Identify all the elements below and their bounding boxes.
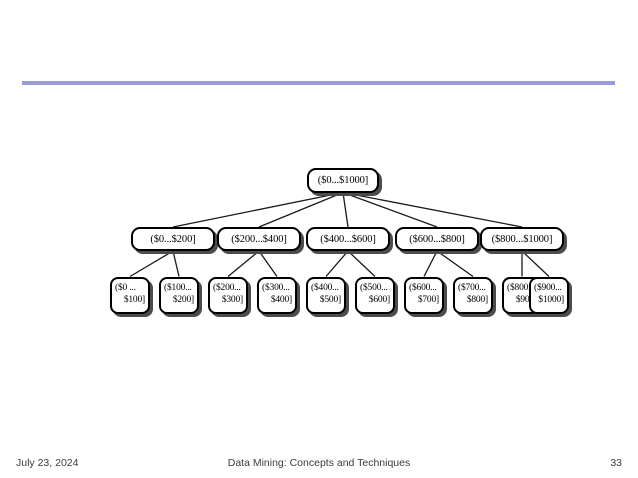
leaf-range-end: $400] [270, 295, 292, 305]
tree-node-leaf: ($600...$700] [404, 276, 444, 314]
leaf-range-start: ($100... [164, 283, 192, 294]
leaf-range-start: ($0 ... [115, 283, 136, 294]
tree-node-leaf: ($700...$800] [453, 276, 493, 314]
tree-node-level2: ($800...$1000] [480, 227, 564, 251]
tree-edge-level2-to-leaf [325, 250, 349, 277]
tree-edge-level2-to-leaf [347, 250, 376, 277]
tree-edge-root-to-level2 [342, 191, 438, 228]
leaf-range-start: ($700... [458, 283, 486, 294]
tree-node-root: ($0...$1000] [307, 167, 379, 193]
tree-edge-level2-to-leaf [227, 250, 260, 278]
tree-edge-root-to-level2 [342, 192, 349, 228]
leaf-range-start: ($800... [507, 283, 535, 294]
leaf-range-end: $800] [466, 295, 488, 305]
leaf-range-end: $500] [319, 295, 341, 305]
leaf-range-start: ($300... [262, 283, 290, 294]
tree-node-level2: ($200...$400] [217, 227, 301, 251]
leaf-range-end: $1000] [538, 295, 564, 305]
tree-node-level2: ($600...$800] [395, 227, 479, 251]
slide-footer: July 23, 2024 Data Mining: Concepts and … [0, 452, 638, 478]
tree-node-level2: ($0...$200] [131, 227, 215, 251]
leaf-range-end: $200] [172, 295, 194, 305]
footer-page-number: 33 [610, 457, 622, 469]
tree-node-leaf: ($900...$1000] [529, 276, 569, 314]
leaf-range-end: $900] [515, 295, 537, 305]
leaf-range-end: $100] [123, 295, 145, 305]
tree-node-level2: ($400...$600] [306, 227, 390, 251]
leaf-range-end: $300] [221, 295, 243, 305]
footer-date: July 23, 2024 [16, 457, 79, 469]
tree-edge-level2-to-leaf [521, 250, 550, 277]
tree-node-leaf: ($0 ...$100] [110, 276, 150, 314]
tree-edge-level2-to-leaf [172, 250, 180, 277]
tree-edge-level2-to-leaf [423, 250, 438, 277]
tree-node-leaf: ($500...$600] [355, 276, 395, 314]
leaf-range-start: ($400... [311, 283, 339, 294]
tree-edge-root-to-level2 [342, 191, 523, 228]
tree-edge-root-to-level2 [258, 191, 344, 228]
leaf-range-end: $700] [417, 295, 439, 305]
tree-node-leaf: ($300...$400] [257, 276, 297, 314]
tree-edge-level2-to-leaf [436, 250, 474, 278]
footer-book-title: Data Mining: Concepts and Techniques [227, 457, 411, 469]
leaf-range-start: ($200... [213, 283, 241, 294]
leaf-range-start: ($600... [409, 283, 437, 294]
tree-edge-level2-to-leaf [258, 250, 278, 277]
tree-node-leaf: ($200...$300] [208, 276, 248, 314]
leaf-range-end: $600] [368, 295, 390, 305]
tree-edge-level2-to-leaf [129, 250, 174, 278]
leaf-range-start: ($500... [360, 283, 388, 294]
tree-node-leaf: ($100...$200] [159, 276, 199, 314]
leaf-range-start: ($900... [534, 283, 562, 294]
header-divider-rule [22, 81, 615, 85]
tree-edge-root-to-level2 [172, 191, 344, 228]
tree-node-leaf: ($400...$500] [306, 276, 346, 314]
